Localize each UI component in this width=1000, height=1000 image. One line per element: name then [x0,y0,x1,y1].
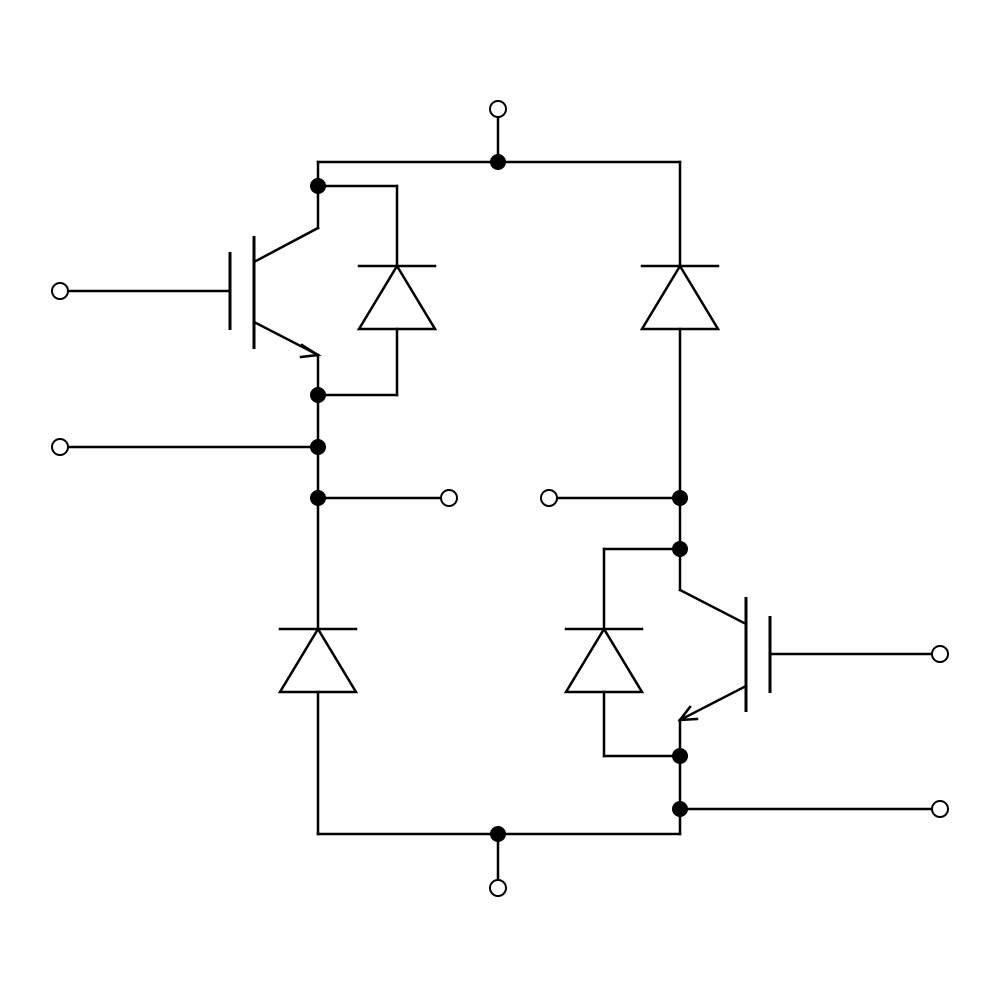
top-terminal [489,100,507,118]
upper-emitter-sense-terminal [51,438,69,456]
upper-igbt [51,178,326,403]
upper-antiparallel-diode [316,184,438,397]
junction-dot [490,154,506,170]
lower-emitter-lead [672,800,949,818]
bottom-bus [316,826,682,897]
right-middle-column [540,489,688,551]
center-right-terminal [540,489,558,507]
center-left-terminal [440,489,458,507]
upper-gate-terminal [51,282,69,300]
lower-antiparallel-diode [563,547,682,758]
lower-igbt [672,541,949,836]
top-bus [316,100,682,267]
right-upper-diode [639,263,721,500]
emitter-arrow-icon [299,343,322,359]
bottom-terminal [489,879,507,897]
lower-emitter-terminal [931,800,949,818]
left-lower-diode [277,626,359,836]
lower-gate-terminal [931,645,949,663]
left-middle-column [51,393,458,631]
